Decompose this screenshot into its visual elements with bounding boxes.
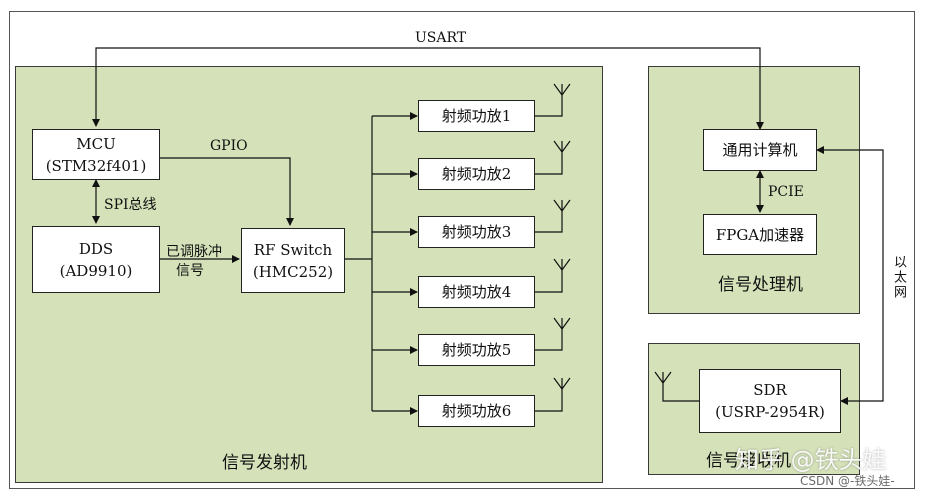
rf-switch-label: RF Switch: [253, 240, 333, 259]
dds-block: DDS (AD9910): [32, 226, 160, 293]
computer-label: 通用计算机: [722, 141, 798, 159]
csdn-watermark: CSDN @-铁头娃-: [800, 474, 895, 488]
zhihu-watermark: 知乎 @铁头娃: [735, 446, 887, 474]
antenna-2-icon: [553, 140, 571, 154]
amplifier-label: 射频功放2: [441, 165, 512, 183]
receiver-title: 信号接收机: [706, 451, 791, 471]
gpio-label: GPIO: [210, 138, 248, 154]
sdr-block: SDR (USRP-2954R): [699, 369, 841, 433]
amplifier-label: 射频功放1: [441, 107, 512, 125]
rf-switch-block: RF Switch (HMC252): [241, 228, 345, 293]
antenna-6-icon: [553, 377, 571, 391]
mcu-label: MCU: [76, 134, 116, 153]
ethernet-label: 以太网: [891, 255, 906, 300]
dds-label: DDS: [78, 239, 114, 258]
amplifier-label: 射频功放6: [441, 402, 512, 420]
amplifier-label: 射频功放5: [441, 341, 512, 359]
transmitter-title: 信号发射机: [222, 453, 307, 473]
computer-block: 通用计算机: [703, 129, 817, 171]
fpga-block: FPGA加速器: [703, 214, 817, 255]
amplifier-3: 射频功放3: [418, 216, 535, 248]
antenna-4-icon: [553, 258, 571, 272]
antenna-1-icon: [553, 83, 571, 97]
outer-frame: [9, 11, 915, 489]
ethernet-line: [816, 146, 884, 405]
mcu-model: (STM32f401): [45, 156, 147, 175]
sdr-model: (USRP-2954R): [715, 403, 825, 421]
mcu-block: MCU (STM32f401): [32, 129, 160, 180]
sdr-antenna-icon: [654, 371, 672, 385]
amplifier-1: 射频功放1: [418, 100, 535, 132]
amplifier-label: 射频功放4: [441, 283, 512, 301]
usart-line: [92, 47, 764, 130]
gpio-line: [160, 157, 294, 226]
usart-label: USART: [415, 30, 467, 46]
amplifier-2: 射频功放2: [418, 158, 535, 190]
pulse-label-line1: 已调脉冲: [166, 244, 222, 260]
rf-switch-model: (HMC252): [252, 262, 334, 281]
dds-model: (AD9910): [59, 261, 133, 280]
amplifier-4: 射频功放4: [418, 276, 535, 308]
sdr-label: SDR: [753, 381, 787, 399]
amplifier-6: 射频功放6: [418, 395, 535, 427]
pulse-label-line2: 信号: [176, 263, 204, 279]
processor-title: 信号处理机: [718, 275, 803, 295]
pcie-label: PCIE: [768, 184, 804, 200]
antenna-5-icon: [553, 317, 571, 331]
amplifier-label: 射频功放3: [441, 223, 512, 241]
antenna-3-icon: [553, 199, 571, 213]
fpga-label: FPGA加速器: [715, 225, 805, 244]
amplifier-5: 射频功放5: [418, 334, 535, 366]
spi-label: SPI总线: [104, 197, 157, 213]
